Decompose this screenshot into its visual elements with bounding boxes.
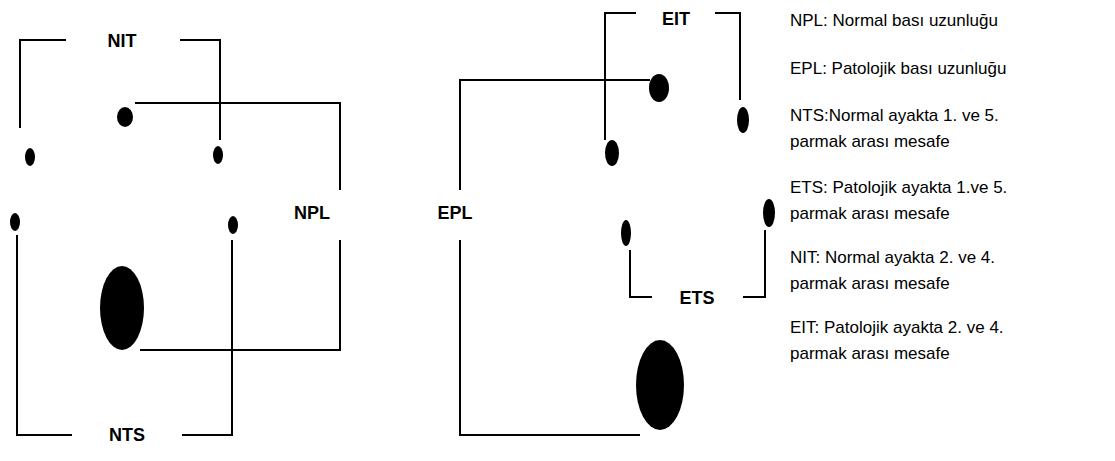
toe-print	[621, 220, 631, 246]
measure-brackets	[17, 13, 765, 435]
bracket-line	[630, 250, 652, 297]
definition-note: EPL: Patolojik bası uzunluğu	[790, 56, 1052, 82]
toe-print	[649, 74, 669, 102]
dimension-label: NIT	[105, 32, 140, 52]
dimension-label: NTS	[106, 426, 148, 446]
bracket-line	[460, 80, 650, 190]
normal-footprint	[10, 107, 238, 350]
bracket-line	[182, 240, 232, 435]
bracket-line	[180, 40, 220, 140]
dimension-label: EIT	[659, 10, 693, 30]
toe-print	[25, 148, 35, 166]
dimension-label: ETS	[676, 289, 717, 309]
bracket-line	[135, 103, 340, 190]
bracket-line	[140, 240, 340, 350]
bracket-line	[460, 240, 640, 435]
bracket-line	[20, 40, 66, 128]
definition-note: NTS:Normal ayakta 1. ve 5. parmak arası …	[790, 103, 1052, 154]
heel-print	[100, 266, 144, 350]
definition-note: NIT: Normal ayakta 2. ve 4. parmak arası…	[790, 245, 1052, 296]
toe-print	[117, 107, 133, 127]
bracket-line	[605, 13, 636, 140]
toe-print	[228, 216, 238, 234]
bracket-line	[715, 13, 740, 100]
dimension-label: EPL	[434, 204, 475, 224]
bracket-line	[17, 235, 72, 435]
toe-print	[213, 146, 223, 164]
definition-note: NPL: Normal bası uzunluğu	[790, 8, 1052, 34]
toe-print	[605, 140, 619, 166]
pathologic-footprint	[605, 74, 775, 430]
definition-note: EIT: Patolojik ayakta 2. ve 4. parmak ar…	[790, 315, 1052, 366]
toe-print	[763, 199, 775, 227]
bracket-line	[743, 230, 765, 297]
definition-note: ETS: Patolojik ayakta 1.ve 5. parmak ara…	[790, 175, 1052, 226]
dimension-label: NPL	[291, 204, 333, 224]
toe-print	[737, 107, 749, 133]
heel-print	[636, 340, 684, 430]
toe-print	[10, 213, 20, 231]
